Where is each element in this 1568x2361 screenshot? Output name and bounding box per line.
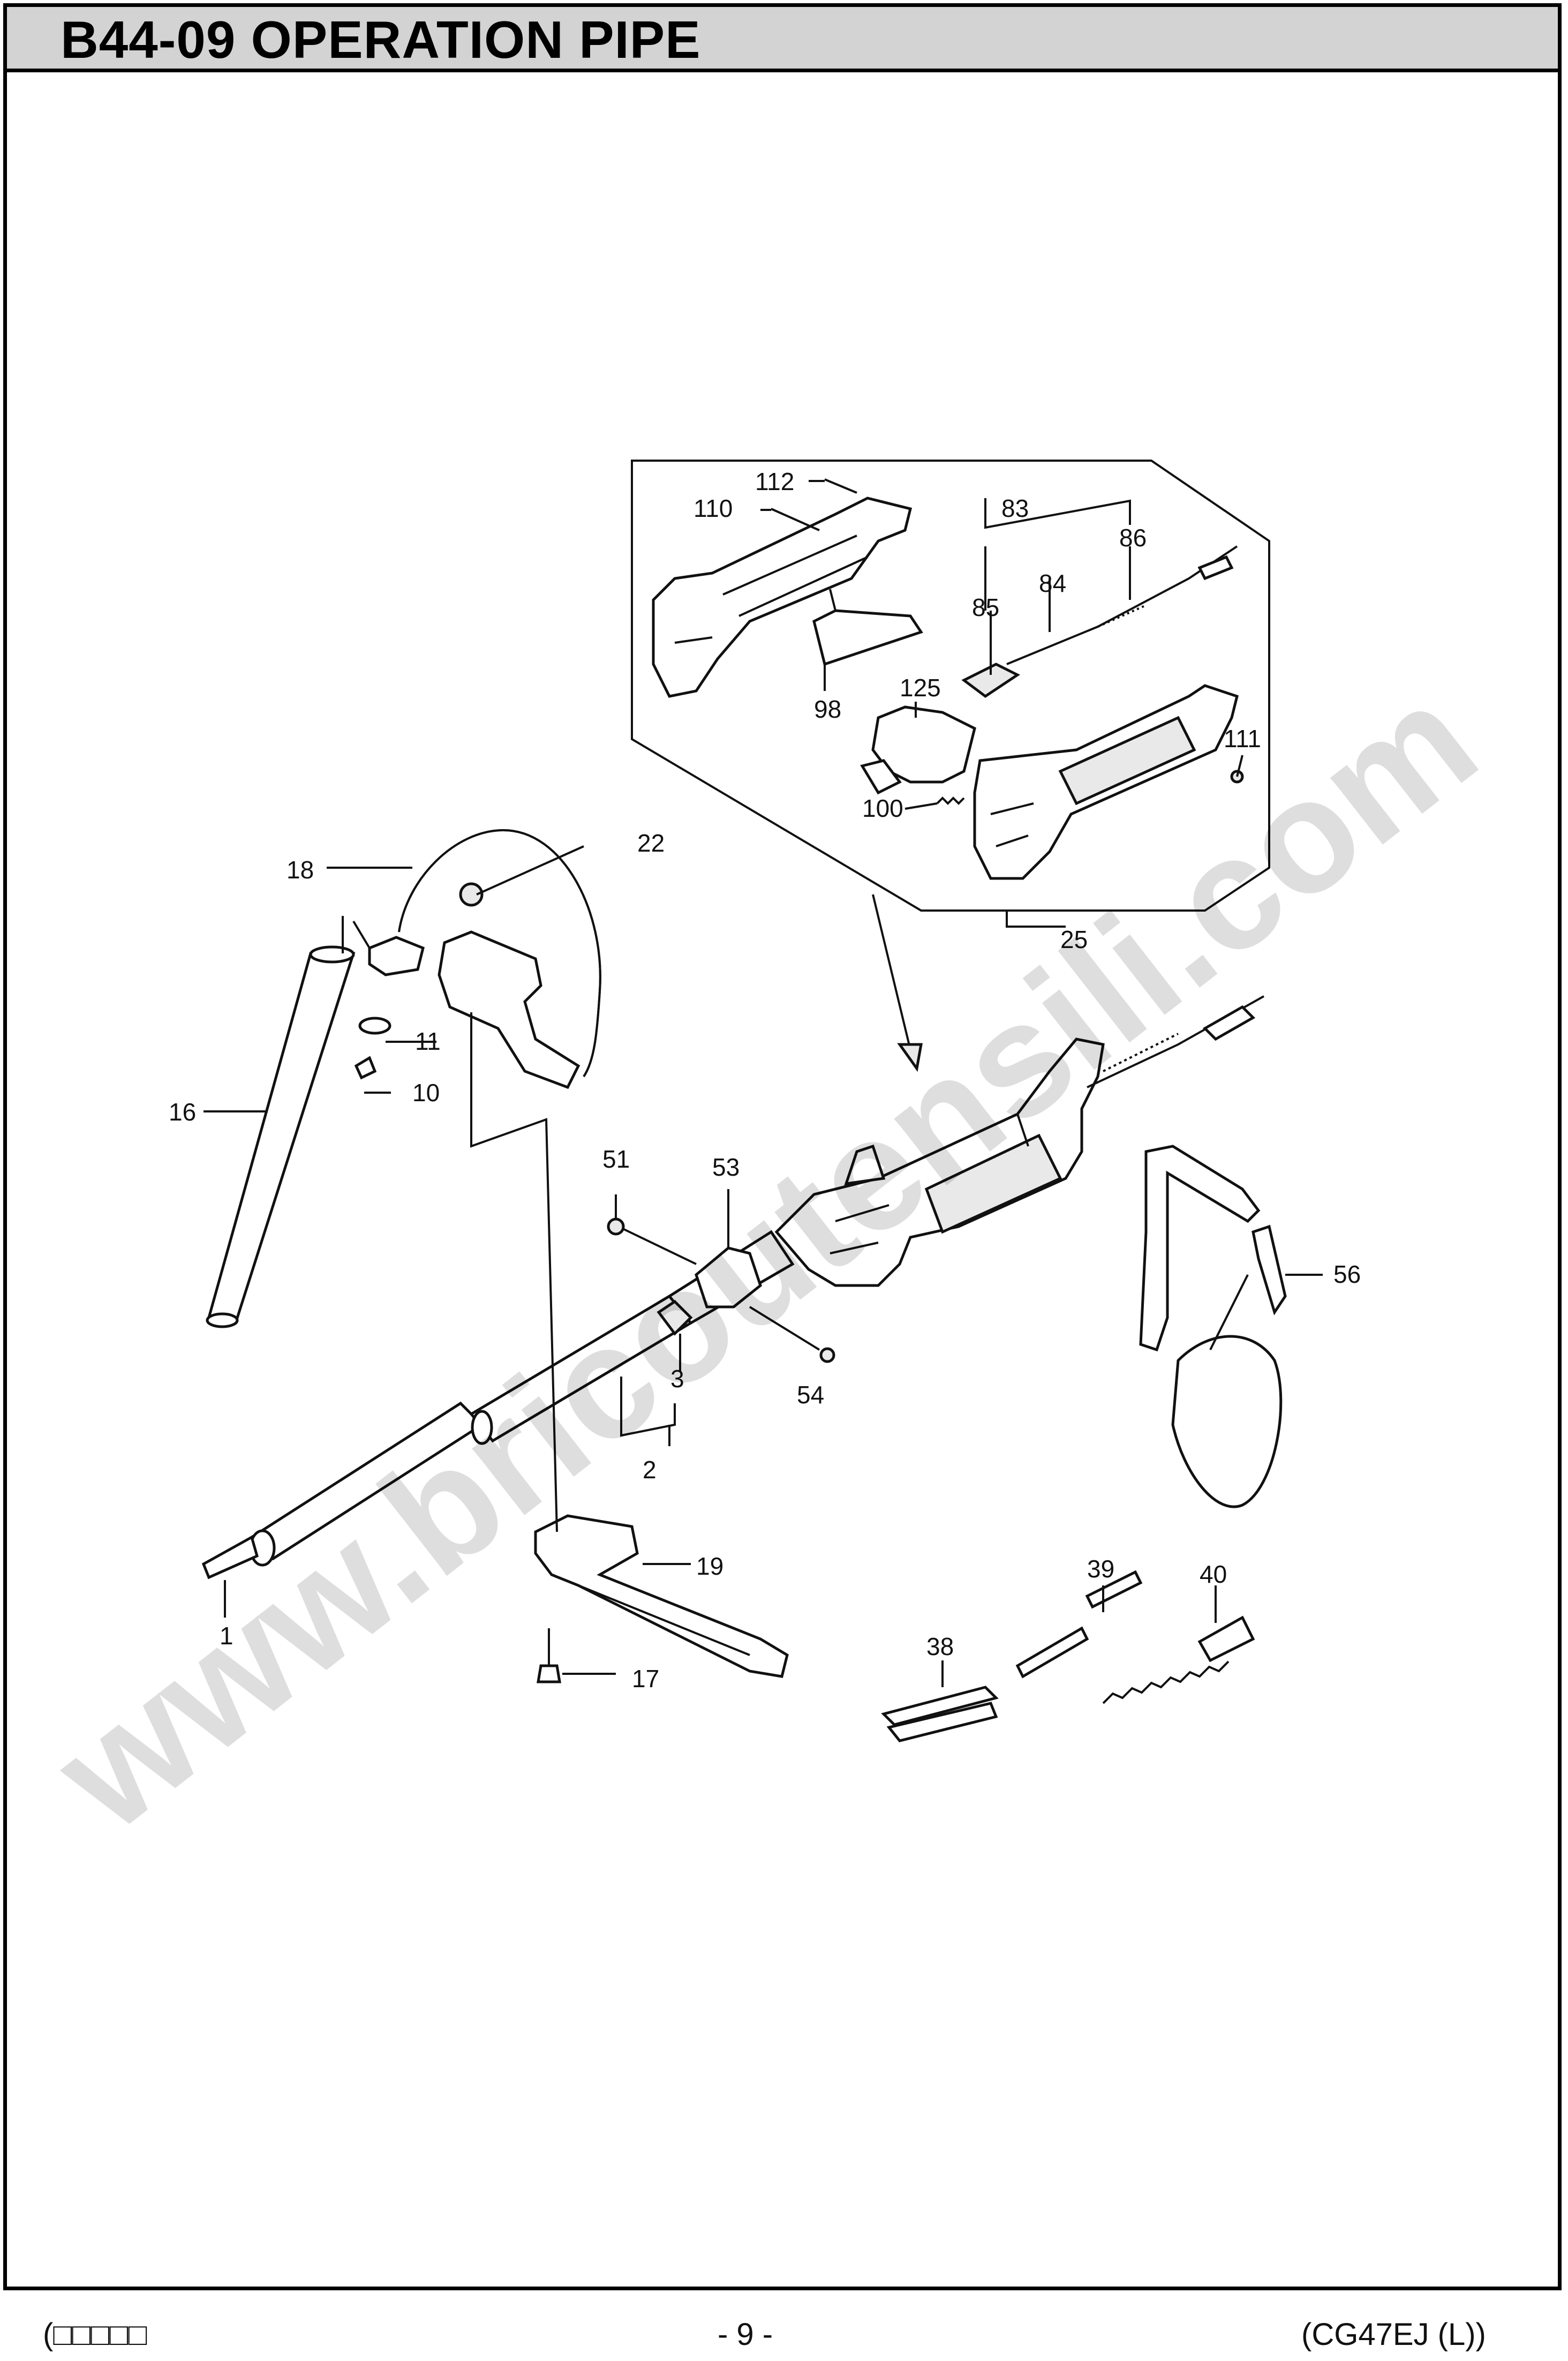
label-part-40: 40 [1200,1560,1227,1588]
bolt-10 [354,1056,377,1080]
footer-left: (□□□□□ [43,2317,147,2352]
label-part-111: 111 [1224,725,1261,753]
detail-arrow [872,894,911,1050]
label-part-53: 53 [712,1153,740,1181]
loop-bracket [438,930,581,1089]
label-part-11: 11 [415,1027,441,1055]
label-part-98: 98 [814,695,841,723]
label-part-54: 54 [797,1381,824,1409]
label-part-100: 100 [862,794,903,822]
washer-11 [358,1017,391,1035]
bolt-54 [819,1347,835,1363]
inset-handle-lower [973,684,1239,880]
inset-handle-upper [652,497,923,698]
title-bar: B44-09 OPERATION PIPE [7,7,1558,72]
label-part-19: 19 [696,1552,723,1580]
shoulder-strap [1139,1145,1287,1508]
loop-clamp [368,936,425,976]
inset-cable [1006,545,1238,665]
spring-40 [1102,1660,1230,1704]
front-grip [206,945,356,1328]
label-part-39: 39 [1087,1555,1114,1583]
label-part-125: 125 [900,674,941,702]
inset-screw-112 [824,478,857,494]
label-part-86: 86 [1119,524,1147,552]
pin-39 [1015,1626,1089,1679]
inset-outline [631,460,1270,912]
label-part-56: 56 [1333,1260,1361,1288]
label-part-83: 83 [1001,494,1029,522]
label-part-10: 10 [412,1079,440,1107]
handle-assembly [774,1037,1105,1287]
inset-trigger-lever [860,759,902,795]
label-part-110: 110 [693,494,733,522]
label-part-17: 17 [632,1665,659,1693]
label-part-2: 2 [643,1456,657,1484]
label-part-3: 3 [670,1365,684,1393]
label-part-18: 18 [287,856,314,884]
inset-spring [936,796,965,805]
nut-51 [607,1217,625,1236]
pipe-stop [657,1299,693,1336]
footer-model: (CG47EJ (L)) [1301,2317,1486,2352]
label-part-1: 1 [220,1622,233,1650]
bolt-17 [537,1664,561,1683]
page-title: B44-09 OPERATION PIPE [61,10,701,69]
label-part-25: 25 [1060,926,1088,953]
label-part-22: 22 [637,829,665,857]
lower-bracket [534,1514,789,1678]
nut-22 [459,882,484,907]
footer-page-number: - 9 - [718,2317,773,2352]
label-part-112: 112 [755,468,794,495]
inset-switch [961,663,1020,698]
label-part-38: 38 [926,1633,954,1660]
label-part-85: 85 [972,593,999,621]
label-part-51: 51 [602,1145,630,1173]
label-part-16: 16 [169,1098,196,1126]
inset-screw-110 [771,508,820,531]
bolts-38 [881,1686,999,1726]
label-part-84: 84 [1039,569,1066,597]
